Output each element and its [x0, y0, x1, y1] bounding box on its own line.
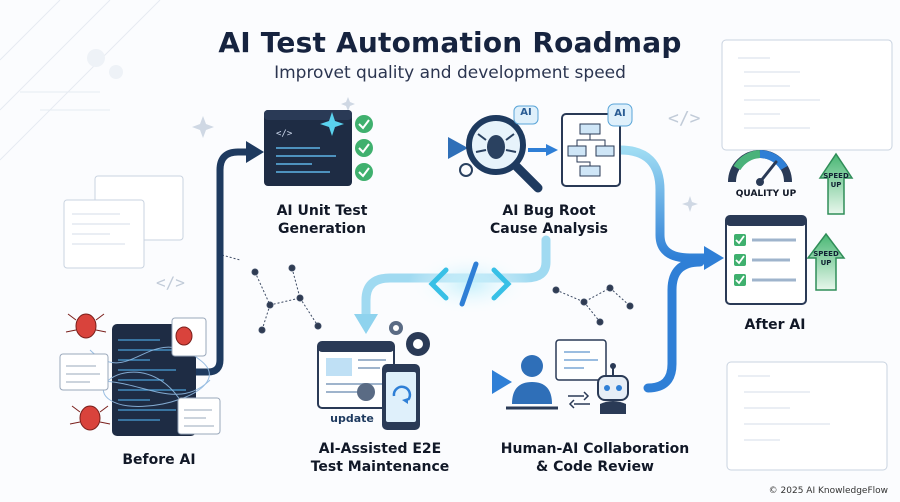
node-label-after-ai: After AI [744, 317, 806, 333]
background-decor [0, 0, 161, 161]
page-subtitle: Improvet quality and development speed [274, 63, 626, 83]
node-label-e2e-line2: Test Maintenance [310, 459, 450, 475]
node-label-collab-line1: Human-AI Collaboration [500, 441, 690, 457]
footer-credit: © 2025 AI KnowledgeFlow [768, 486, 888, 496]
node-label-bug-root: AI Bug Root Cause Analysis [474, 202, 624, 238]
ai-badge-flow: AI [614, 108, 626, 119]
checkmark-icon [355, 115, 373, 181]
magnifier-bug-icon [459, 105, 543, 193]
ai-badge-bug: AI [520, 107, 532, 118]
bg-code-window-right: </> [668, 39, 893, 471]
page-title: AI Test Automation Roadmap [218, 26, 682, 59]
node-label-unit-test-line1: AI Unit Test [276, 203, 368, 219]
sparkle-icon [192, 97, 698, 212]
node-label-before-ai: Before AI [122, 452, 196, 468]
bug-icon [65, 313, 193, 431]
node-label-e2e: AI-Assisted E2E Test Maintenance [290, 440, 470, 476]
speed-up-arrow-icon [806, 152, 854, 291]
svg-text:</>: </> [156, 273, 185, 292]
code-brackets-icon [408, 252, 532, 316]
node-label-bug-root-line1: AI Bug Root [502, 203, 596, 219]
quality-up-badge: QUALITY UP [735, 189, 797, 199]
robot-icon [597, 363, 629, 414]
node-label-collab: Human-AI Collaboration & Code Review [484, 440, 706, 476]
human-avatar-icon [506, 355, 558, 410]
node-label-collab-line2: & Code Review [536, 459, 654, 475]
node-label-unit-test: AI Unit Test Generation [252, 202, 392, 238]
network-nodes [221, 254, 634, 334]
code-panel-icon [555, 339, 607, 409]
checklist-icon [725, 215, 807, 305]
speed-up-badge-2: SPEED UP [813, 250, 839, 267]
update-badge: update [330, 412, 374, 425]
node-label-bug-root-line2: Cause Analysis [489, 221, 609, 237]
node-label-e2e-line1: AI-Assisted E2E [318, 441, 442, 457]
gauge-icon [728, 150, 792, 186]
svg-text:</>: </> [276, 129, 293, 139]
node-label-unit-test-line2: Generation [278, 221, 366, 237]
phone-sync-icon [382, 364, 420, 430]
bg-code-window-left: </> [63, 175, 185, 292]
browser-window-icon [317, 321, 430, 409]
flowchart-icon [561, 103, 633, 187]
unit-test-illustration: </> [264, 110, 352, 186]
svg-text:</>: </> [668, 108, 701, 129]
speed-up-badge-1: SPEED UP [823, 172, 849, 189]
